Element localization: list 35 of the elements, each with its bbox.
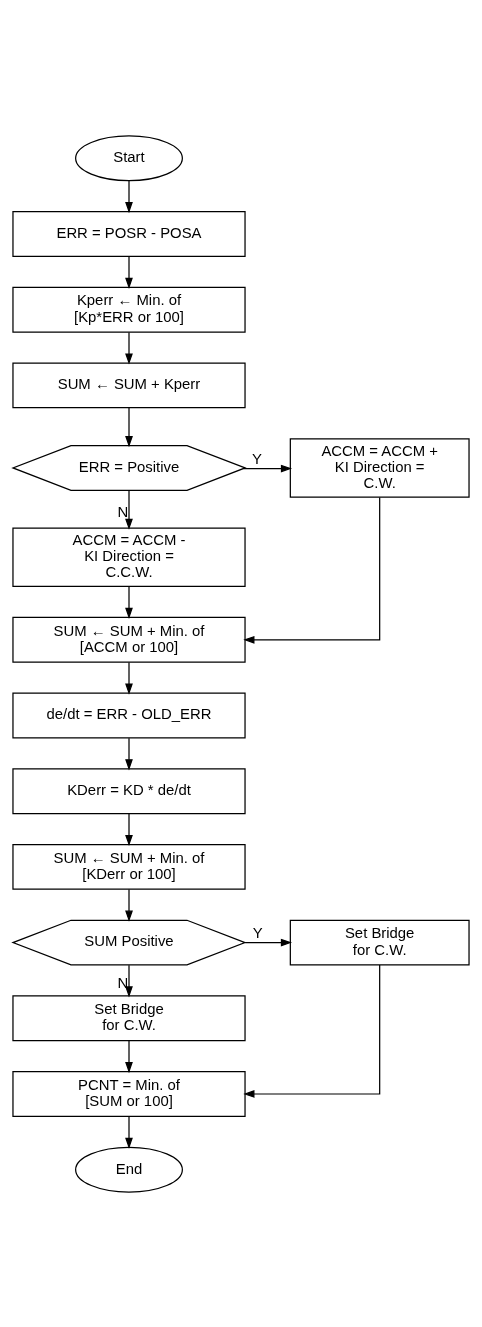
arrow <box>125 964 133 997</box>
node-box: ERR = POSR - POSA <box>12 210 246 257</box>
node-box: KDerr = KD * de/dt <box>12 767 246 814</box>
arrow <box>125 331 133 365</box>
node-box: ACCM = ACCM + KI Direction = C.W. <box>289 437 470 498</box>
arrow <box>243 464 293 472</box>
arrow <box>125 255 133 289</box>
arrow <box>125 406 133 447</box>
node-box: Set Bridge for C.W. <box>12 994 246 1041</box>
node-ellipse: Start <box>75 134 183 181</box>
arrow <box>125 1039 133 1073</box>
node-ellipse: End <box>75 1146 183 1193</box>
arrow <box>125 179 133 213</box>
node-box: SUM ← SUM + Min. of [KDerr or 100] <box>12 843 246 890</box>
arrow <box>125 737 133 770</box>
arrow <box>244 938 293 946</box>
arrow <box>243 963 381 1098</box>
node-box: de/dt = ERR - OLD_ERR <box>12 692 246 738</box>
arrow <box>125 1115 133 1149</box>
arrow <box>125 888 133 922</box>
node-box: SUM ← SUM + Min. of [ACCM or 100] <box>12 616 246 663</box>
edge-label: N <box>117 974 129 991</box>
arrow <box>125 812 133 846</box>
edge-label: Y <box>252 450 262 467</box>
node-box: PCNT = Min. of [SUM or 100] <box>12 1070 246 1117</box>
arrow <box>125 661 133 695</box>
arrow <box>243 496 381 644</box>
node-box: Kperr ← Min. of [Kp*ERR or 100] <box>12 286 246 333</box>
arrow <box>125 585 133 619</box>
arrow <box>125 489 133 530</box>
edge-label: N <box>117 503 129 520</box>
node-box: SUM ← SUM + Kperr <box>12 361 246 408</box>
edge-label: Y <box>252 924 263 941</box>
node-box: ACCM = ACCM - KI Direction = C.C.W. <box>12 527 246 587</box>
node-box: Set Bridge for C.W. <box>289 919 470 966</box>
